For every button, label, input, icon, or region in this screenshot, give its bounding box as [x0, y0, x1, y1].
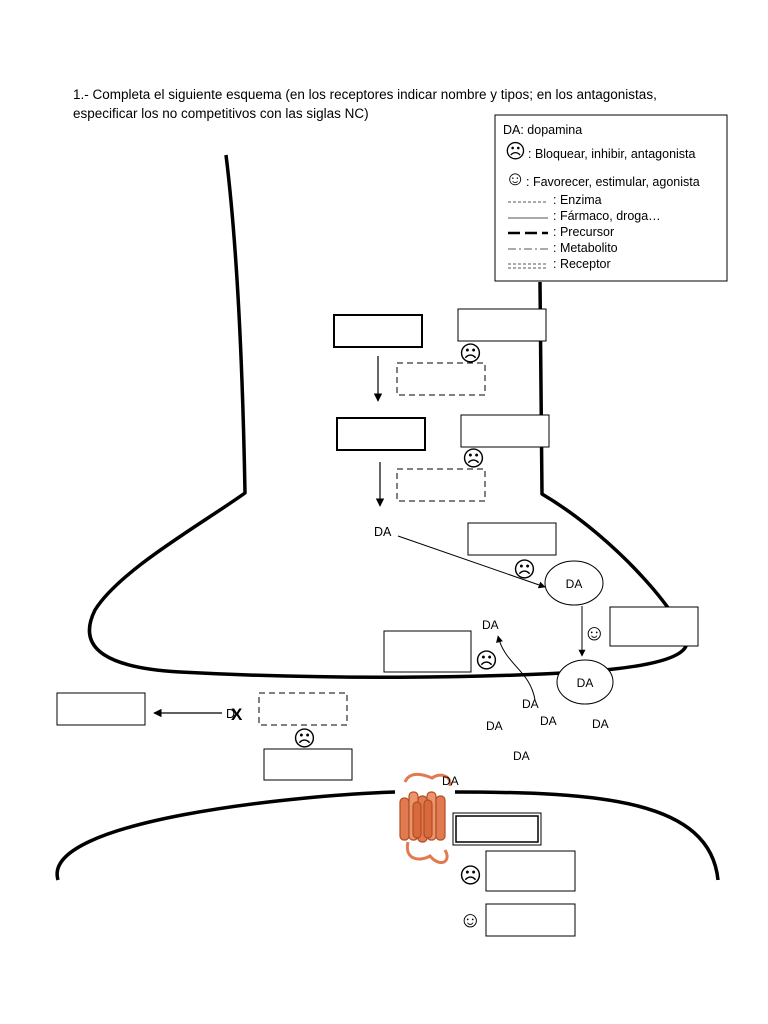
da-label: DA [592, 717, 609, 731]
instruction-line-1: 1.- Completa el siguiente esquema (en lo… [73, 87, 657, 102]
agonist-box-receptor[interactable] [485, 903, 576, 937]
da-label: DA [513, 749, 530, 763]
postsynaptic-membrane-right [454, 790, 720, 881]
da-label: DA [486, 719, 503, 733]
legend-box [494, 114, 728, 282]
precursor-box-1[interactable] [333, 314, 423, 348]
enzyme-box-degradation[interactable] [258, 692, 348, 726]
legend-item-antagonist: : Bloquear, inhibir, antagonista [528, 147, 696, 161]
antagonist-box-receptor[interactable] [485, 850, 576, 892]
drug-box-2[interactable] [460, 414, 550, 448]
cross-mark-icon: X [231, 705, 243, 724]
legend-item-agonist: : Favorecer, estimular, agonista [526, 175, 700, 189]
da-label: DA [522, 697, 539, 711]
receptor-name-box[interactable] [452, 812, 542, 846]
drug-box-degradation[interactable] [263, 748, 353, 781]
drug-box-vmat[interactable] [467, 522, 557, 556]
enzyme-box-2[interactable] [396, 468, 486, 502]
smile-icon: ☺ [459, 907, 481, 932]
metabolite-box[interactable] [56, 692, 146, 726]
frown-icon: ☹ [293, 726, 316, 751]
instruction-line-2: especificar los no competitivos con las … [73, 106, 369, 121]
vesicle-1-da-label: DA [566, 577, 583, 591]
da-to-vesicle-arrow [397, 535, 546, 589]
legend-item-drug: : Fármaco, droga… [553, 209, 661, 223]
drug-box-1[interactable] [457, 308, 547, 342]
enzyme-box-1[interactable] [396, 362, 486, 396]
smile-icon: ☺ [583, 620, 605, 645]
frown-icon: ☹ [475, 648, 498, 673]
drug-box-reuptake[interactable] [383, 630, 472, 673]
receptor-protein-icon [399, 772, 452, 865]
postsynaptic-membrane-left [55, 790, 396, 881]
legend-item-receptor: : Receptor [553, 257, 611, 271]
legend-frown-icon: ☹ [505, 141, 526, 163]
vesicle-2 [556, 659, 614, 705]
vesicle-2-da-label: DA [577, 676, 594, 690]
legend-smile-icon: ☺ [505, 168, 525, 190]
da-label: DA [540, 714, 557, 728]
da-label: DA [442, 774, 459, 788]
legend-item-metabolite: : Metabolito [553, 241, 618, 255]
da-label: DA [374, 525, 392, 539]
frown-icon: ☹ [462, 446, 485, 471]
reuptake-arrow [496, 635, 536, 701]
vesicle-1 [544, 560, 604, 606]
drug-box-release[interactable] [609, 606, 699, 647]
frown-icon: ☹ [459, 863, 482, 888]
legend-item-precursor: : Precursor [553, 225, 614, 239]
frown-icon: ☹ [459, 341, 482, 366]
legend-title: DA: dopamina [503, 123, 582, 137]
frown-icon: ☹ [513, 557, 536, 582]
precursor-box-2[interactable] [336, 417, 426, 451]
da-label: DA [482, 618, 499, 632]
receptor-name-box-inner [455, 815, 539, 843]
legend-item-enzyme: : Enzima [553, 193, 602, 207]
da-crossed-letter: D [226, 707, 235, 721]
